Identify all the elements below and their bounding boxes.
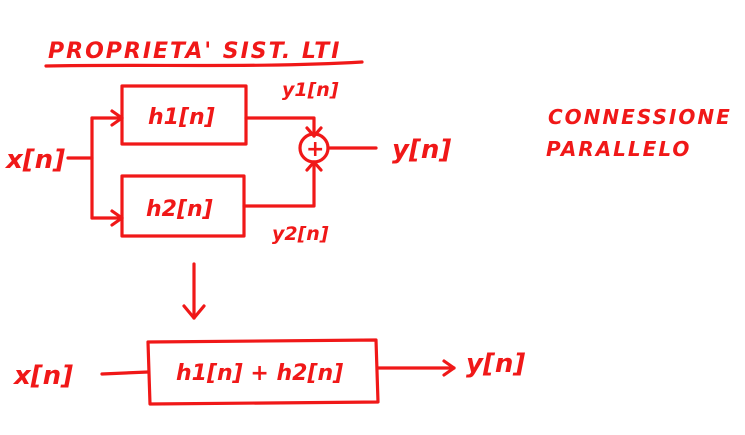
title-underline xyxy=(44,60,364,68)
bottom-input-line xyxy=(100,370,150,376)
block-h1-plus-h2 xyxy=(146,338,380,406)
page-title: PROPRIETA' SIST. LTI xyxy=(48,39,342,64)
branch2-output-line xyxy=(242,160,316,208)
block-h2 xyxy=(120,174,246,238)
branch1-output-label: y1[n] xyxy=(282,79,339,101)
transform-arrowhead xyxy=(182,304,206,320)
bottom-output-label: y[n] xyxy=(466,349,525,379)
block-h1-label: h1[n] xyxy=(148,105,215,130)
block-h1-plus-h2-label: h1[n] + h2[n] xyxy=(176,361,343,386)
branch2-output-label: y2[n] xyxy=(272,223,329,245)
top-output-label: y[n] xyxy=(392,135,451,165)
annotation-line-2: PARALLELO xyxy=(546,137,691,161)
top-input-label: x[n] xyxy=(4,145,65,175)
adder-symbol: + xyxy=(306,137,324,162)
bottom-input-label: x[n] xyxy=(12,361,73,391)
branch1-output-line xyxy=(244,116,316,138)
block-h1 xyxy=(120,84,248,146)
annotation-line-1: CONNESSIONE xyxy=(548,105,732,129)
bottom-output-arrowhead xyxy=(442,359,456,377)
block-h2-label: h2[n] xyxy=(146,197,213,222)
branch1-output-arrowhead xyxy=(305,126,323,138)
